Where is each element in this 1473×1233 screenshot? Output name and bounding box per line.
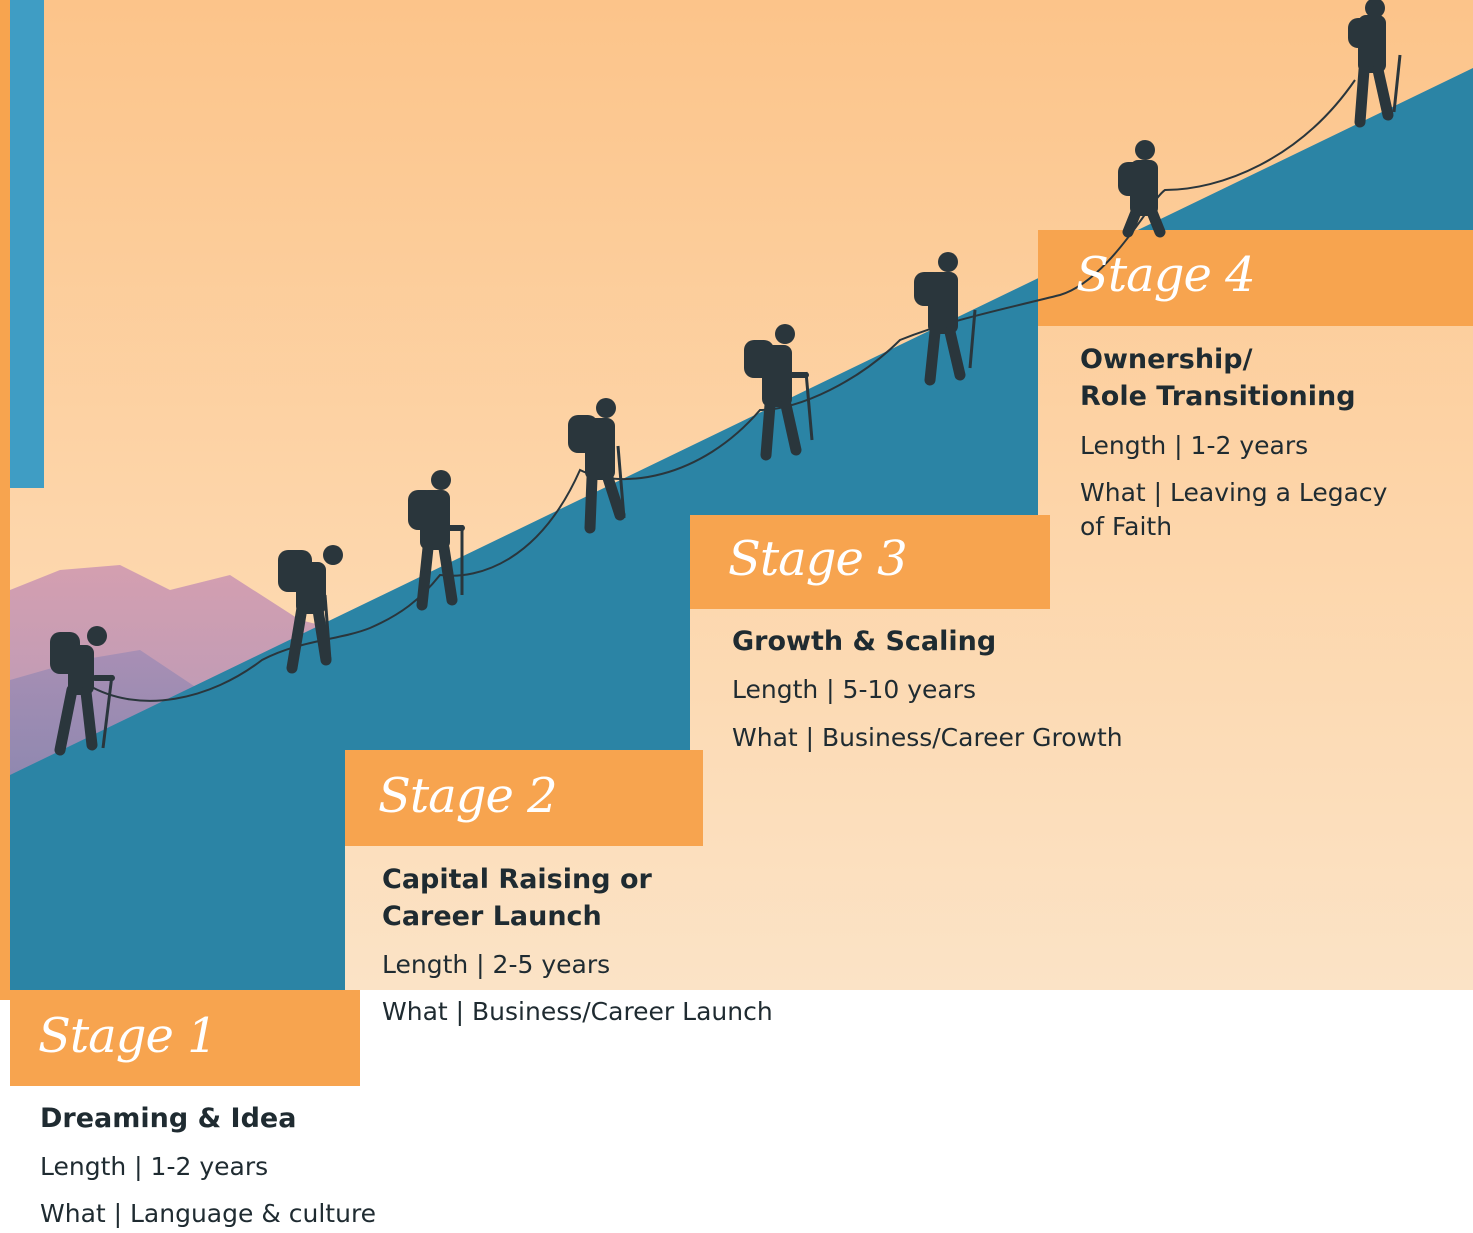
stage-4-what-line: of Faith — [1080, 512, 1173, 541]
stage-2-title-line: Capital Raising or — [382, 864, 652, 895]
stage-1-tab — [10, 990, 360, 1086]
stage-4-tab — [1038, 230, 1473, 326]
stage-1-what-line: What | Language & culture — [40, 1199, 377, 1228]
stage-1-title-line: Dreaming & Idea — [40, 1103, 297, 1134]
climber-3 — [408, 470, 465, 611]
stage-3-what-line: What | Business/Career Growth — [732, 723, 1123, 752]
stage-4-title-line: Role Transitioning — [1080, 381, 1356, 412]
stage-2-title-line: Career Launch — [382, 901, 602, 932]
mountain-slope — [10, 68, 1473, 990]
stage-3-what: What | Business/Career Growth — [732, 721, 1123, 755]
climber-4 — [568, 398, 626, 534]
stage-1-title: Dreaming & Idea — [40, 1100, 296, 1137]
stage-4-what-line: What | Leaving a Legacy — [1080, 478, 1388, 507]
stage-3-length: Length | 5-10 years — [732, 675, 977, 704]
stage-2-title: Capital Raising or Career Launch — [382, 861, 652, 935]
stage-4-label: Stage 4 — [1076, 247, 1256, 303]
stage-4-title-line: Ownership/ — [1080, 344, 1253, 375]
stage-2-length: Length | 2-5 years — [382, 950, 611, 979]
climber-1 — [50, 626, 115, 756]
climber-8 — [1348, 0, 1402, 128]
climbing-rope — [87, 79, 1356, 702]
left-orange-bar — [0, 0, 10, 1000]
stage-1-what: What | Language & culture — [40, 1197, 376, 1231]
left-blue-bar — [10, 0, 44, 488]
climber-2 — [278, 545, 343, 674]
climber-6 — [914, 252, 977, 386]
stage-2-tab — [345, 750, 703, 846]
stage-1-label: Stage 1 — [38, 1008, 218, 1064]
stage-3-title: Growth & Scaling — [732, 623, 996, 660]
stage-1-length: Length | 1-2 years — [40, 1152, 269, 1181]
stage-3-label: Stage 3 — [728, 531, 908, 587]
stage-2-what: What | Business/Career Launch — [382, 995, 773, 1029]
stage-4-title: Ownership/ Role Transitioning — [1080, 341, 1356, 415]
climber-7 — [1118, 140, 1166, 238]
climber-5 — [744, 324, 814, 461]
stage-4-length: Length | 1-2 years — [1080, 431, 1309, 460]
stage-3-title-line: Growth & Scaling — [732, 626, 997, 657]
stage-3-tab — [690, 515, 1050, 609]
stage-2-label: Stage 2 — [378, 768, 558, 824]
stage-4-what: What | Leaving a Legacy of Faith — [1080, 476, 1387, 544]
stage-2-what-line: What | Business/Career Launch — [382, 997, 773, 1026]
